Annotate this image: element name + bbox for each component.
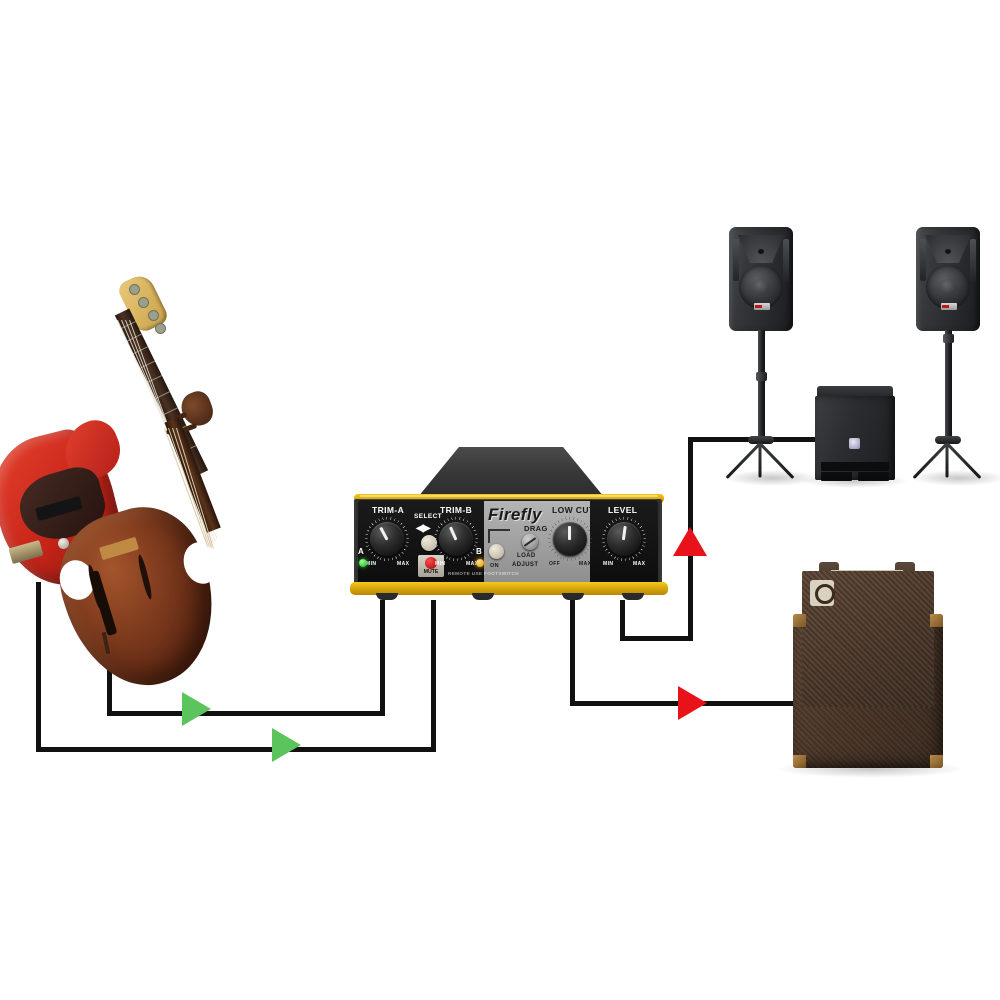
subwoofer-top [817, 386, 893, 398]
subwoofer-port [858, 472, 889, 481]
drag-label: DRAG [524, 524, 548, 533]
double-bass-peg [183, 422, 198, 433]
select-label: SELECT [414, 513, 443, 520]
speaker-badge [941, 303, 957, 310]
level-max-label: MAX [633, 561, 646, 567]
cable-bassguitar-horizontal [36, 747, 436, 752]
level-knob[interactable] [607, 522, 641, 556]
mute-button[interactable]: MUTE [418, 555, 444, 577]
speaker-side-slot [970, 239, 976, 281]
trim-b-label: TRIM-B [440, 505, 473, 515]
cable-bassguitar-riser [431, 600, 436, 750]
low-cut-label: LOW CUT [552, 505, 595, 515]
trim-a-label: TRIM-A [372, 505, 405, 515]
tuner-peg [129, 284, 140, 295]
low-cut-min-label: OFF [549, 561, 561, 567]
load-label: LOAD [517, 553, 536, 559]
stand-shadow-left [724, 470, 820, 486]
tuner-peg [155, 323, 166, 334]
stand-shadow-right [911, 470, 1000, 486]
signal-arrow-bassguitar [272, 728, 301, 762]
subwoofer-port [821, 472, 852, 481]
cable-amp-riser [570, 600, 575, 705]
amp-shadow [775, 760, 965, 778]
mute-led [425, 557, 437, 569]
preamp-foot [622, 593, 644, 600]
trim-a-max-label: MAX [397, 561, 410, 567]
select-button[interactable] [421, 535, 437, 551]
subwoofer-shadow [801, 474, 909, 488]
trim-b-max-label: MAX [466, 561, 479, 567]
drag-load-adjust-knob[interactable] [522, 534, 538, 550]
bass-amplifier [793, 562, 943, 768]
firefly-preamp[interactable]: Firefly TRIM-A MIN MAX A SELECT ◀▶ MUTE … [336, 447, 676, 609]
speaker-stand-collar-left [756, 372, 767, 381]
cable-pa-horizontal-low [620, 636, 693, 641]
signal-arrow-pa [673, 527, 707, 556]
speaker-stand-collar-right [943, 334, 954, 343]
pa-subwoofer [815, 386, 895, 481]
drag-on-button[interactable] [489, 544, 504, 559]
double-bass-scroll [177, 387, 217, 431]
cable-doublebass-vertical [107, 660, 112, 716]
upright-double-bass [43, 387, 245, 704]
speaker-stand-hub-right [935, 436, 961, 444]
trim-b-min-label: MIN [435, 561, 446, 567]
channel-a-led [359, 559, 367, 567]
mute-label: MUTE [423, 569, 439, 575]
trim-a-knob[interactable] [370, 522, 404, 556]
speaker-side-slot [733, 239, 739, 281]
amp-corner-protector [930, 755, 943, 768]
amp-corner-protector [793, 614, 806, 627]
subwoofer-badge [849, 438, 860, 449]
bass-volume-knob [58, 538, 69, 549]
preamp-bottom-rail [350, 582, 668, 595]
trim-a-min-label: MIN [366, 561, 377, 567]
signal-arrow-amp [678, 686, 707, 720]
cable-bassguitar-vertical [36, 582, 41, 752]
speaker-stand-pole-right [945, 330, 952, 442]
speaker-stand-hub-left [748, 436, 774, 444]
speaker-tweeter [945, 249, 951, 254]
drag-bracket-icon [488, 529, 510, 543]
amp-corner-protector [793, 755, 806, 768]
cable-doublebass-riser [380, 600, 385, 715]
cable-pa-riser [620, 600, 625, 640]
speaker-side-slot [783, 239, 789, 281]
low-cut-knob[interactable] [553, 522, 587, 556]
amp-logo [810, 580, 835, 606]
footswitch-note: REMOTE USE FOOTSWITCH [448, 571, 519, 576]
speaker-dustcap [940, 279, 956, 295]
tuner-peg [138, 297, 149, 308]
level-label: LEVEL [608, 505, 638, 515]
speaker-side-slot [920, 239, 926, 281]
preamp-foot [562, 593, 584, 600]
drag-on-label: ON [490, 563, 500, 569]
amp-corner-protector [930, 614, 943, 627]
speaker-tweeter [758, 249, 764, 254]
signal-arrow-doublebass [182, 692, 211, 726]
speaker-badge [754, 303, 770, 310]
speaker-dustcap [753, 279, 769, 295]
trim-b-knob[interactable] [439, 522, 473, 556]
adjust-label: ADJUST [512, 562, 539, 568]
low-cut-max-label: MAX [579, 561, 592, 567]
pa-speaker-left [729, 227, 793, 331]
select-arrows-icon: ◀▶ [416, 523, 430, 534]
subwoofer-port [821, 462, 889, 471]
preamp-foot [376, 593, 398, 600]
preamp-top-cover [418, 447, 604, 497]
cable-doublebass-horizontal [107, 711, 385, 716]
preamp-foot [472, 593, 494, 600]
preamp-top-rail [354, 494, 664, 503]
level-min-label: MIN [603, 561, 614, 567]
channel-a-label: A [358, 547, 365, 556]
speaker-stand-pole-left [758, 330, 765, 442]
channel-b-label: B [476, 547, 483, 556]
channel-b-led [476, 559, 484, 567]
brand-logo: Firefly [488, 505, 542, 524]
tuner-peg [148, 310, 159, 321]
pa-speaker-right [916, 227, 980, 331]
